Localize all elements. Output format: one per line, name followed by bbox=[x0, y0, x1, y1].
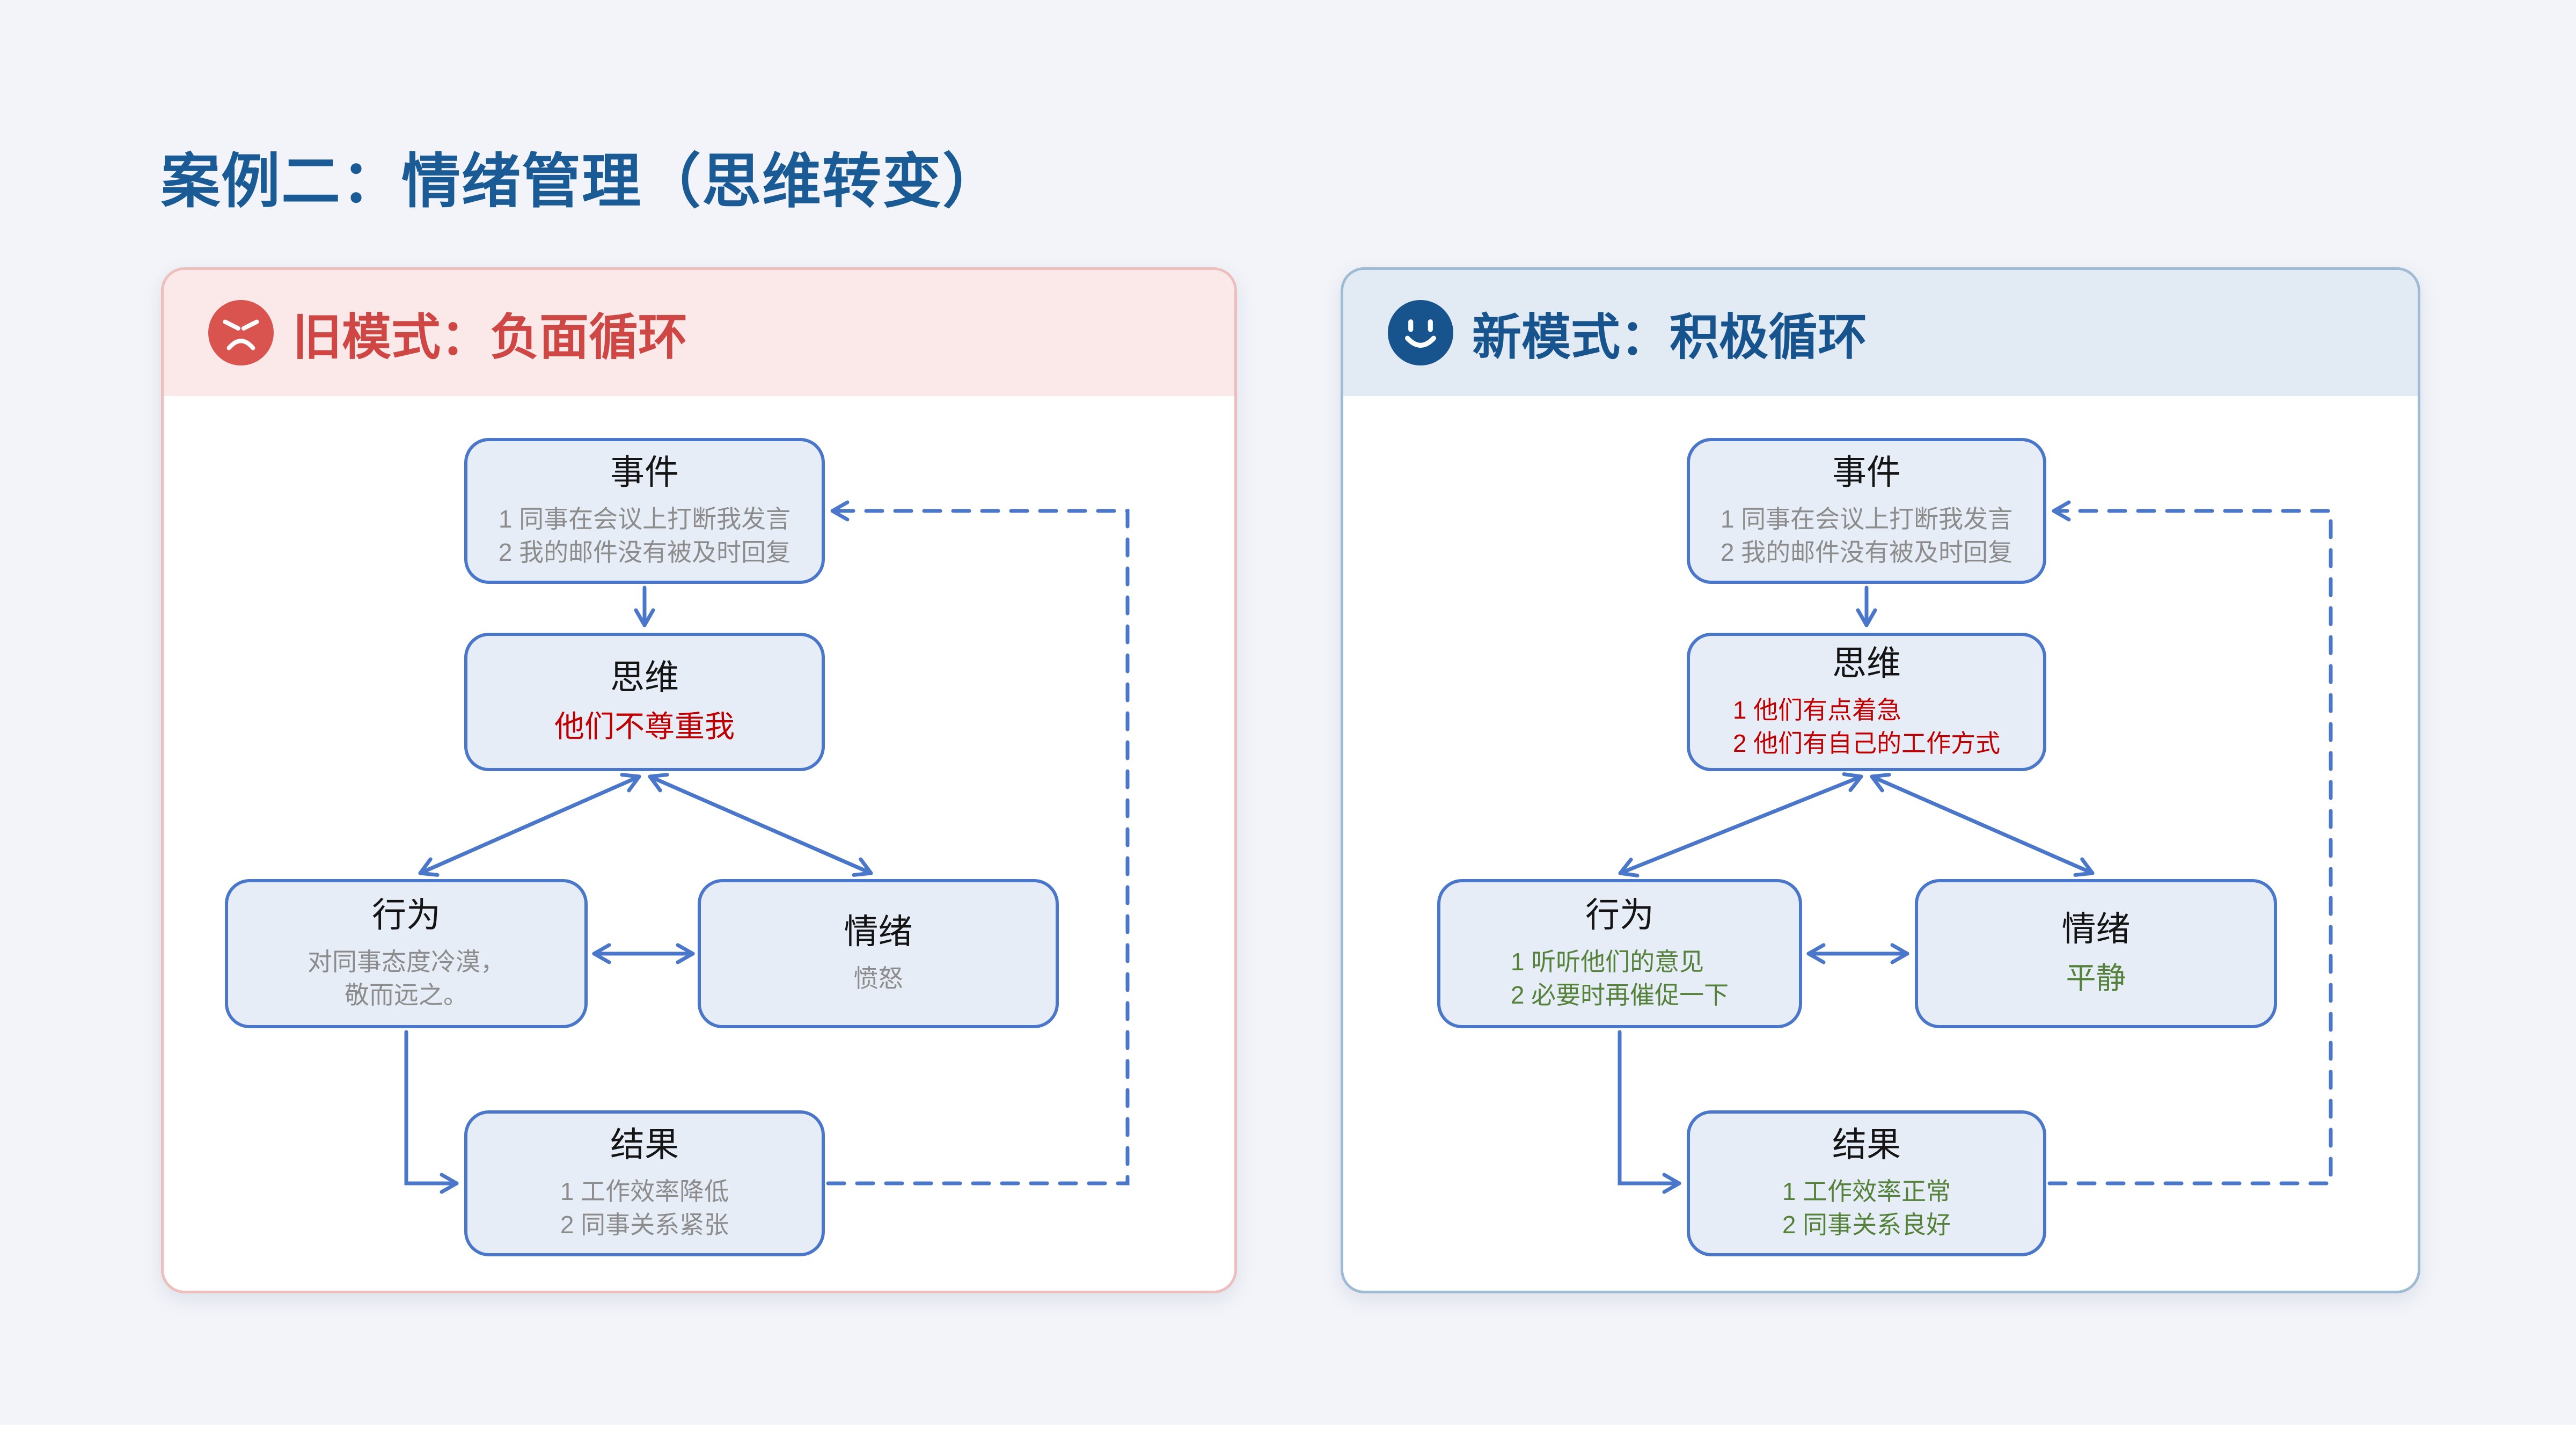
old-panel-header: 旧模式：负面循环 bbox=[164, 270, 1234, 396]
node-line: 他们不尊重我 bbox=[554, 709, 735, 743]
node-line: 敬而远之。 bbox=[345, 980, 468, 1009]
node-thought-new: 思维 1 他们有点着急 2 他们有自己的工作方式 bbox=[1687, 633, 2046, 771]
node-title: 情绪 bbox=[844, 912, 913, 952]
node-title: 事件 bbox=[1832, 453, 1901, 492]
node-title: 事件 bbox=[610, 453, 679, 492]
arrow-behavior-thought bbox=[1618, 772, 1863, 875]
arrow-behavior-to-result bbox=[1618, 1030, 1681, 1194]
node-line: 2 我的邮件没有被及时回复 bbox=[498, 538, 791, 566]
angry-face-icon bbox=[208, 300, 274, 365]
new-pattern-panel: 新模式：积极循环 事件 1 同事在会议 bbox=[1341, 267, 2420, 1293]
node-line: 2 同事关系良好 bbox=[1782, 1210, 1951, 1239]
node-behavior-old: 行为 对同事态度冷漠， 敬而远之。 bbox=[225, 879, 588, 1028]
arrow-thought-behavior bbox=[1618, 774, 1863, 877]
node-emotion-old: 情绪 愤怒 bbox=[698, 879, 1059, 1028]
node-line: 2 我的邮件没有被及时回复 bbox=[1720, 538, 2013, 566]
feedback-dashed-arrow bbox=[826, 500, 1130, 1185]
node-title: 结果 bbox=[610, 1125, 679, 1165]
node-title: 思维 bbox=[610, 658, 679, 697]
arrow-thought-emotion bbox=[648, 774, 873, 877]
node-line: 愤怒 bbox=[853, 964, 903, 992]
arrow-behavior-thought bbox=[418, 773, 641, 875]
new-panel-title: 新模式：积极循环 bbox=[1472, 310, 1868, 365]
node-line: 1 听听他们的意见 bbox=[1510, 947, 1704, 976]
node-line: 平静 bbox=[2066, 961, 2126, 995]
node-line: 对同事态度冷漠， bbox=[308, 947, 505, 976]
arrow-thought-behavior bbox=[418, 774, 641, 877]
bottom-strip bbox=[0, 1425, 2576, 1449]
node-event-old: 事件 1 同事在会议上打断我发言 2 我的邮件没有被及时回复 bbox=[464, 438, 825, 584]
node-thought-old: 思维 他们不尊重我 bbox=[464, 633, 825, 771]
arrow-behavior-to-result bbox=[404, 1030, 459, 1194]
node-emotion-new: 情绪 平静 bbox=[1915, 879, 2277, 1028]
new-panel-header: 新模式：积极循环 bbox=[1343, 270, 2418, 396]
node-title: 情绪 bbox=[2061, 910, 2131, 949]
old-panel-title: 旧模式：负面循环 bbox=[292, 310, 688, 365]
node-line: 1 他们有点着急 bbox=[1732, 696, 1902, 724]
node-event-new: 事件 1 同事在会议上打断我发言 2 我的邮件没有被及时回复 bbox=[1687, 438, 2046, 584]
page-title: 案例二：情绪管理（思维转变） bbox=[161, 149, 1002, 215]
node-line: 1 工作效率降低 bbox=[560, 1177, 729, 1205]
node-line: 2 他们有自己的工作方式 bbox=[1732, 729, 2001, 757]
node-title: 思维 bbox=[1832, 644, 1901, 683]
node-line: 2 必要时再催促一下 bbox=[1510, 980, 1729, 1009]
arrow-thought-emotion bbox=[1870, 774, 2095, 877]
feedback-dashed-arrow bbox=[2047, 500, 2333, 1185]
node-title: 行为 bbox=[372, 896, 441, 935]
node-result-old: 结果 1 工作效率降低 2 同事关系紧张 bbox=[464, 1110, 825, 1256]
node-title: 结果 bbox=[1832, 1125, 1901, 1165]
node-result-new: 结果 1 工作效率正常 2 同事关系良好 bbox=[1687, 1110, 2046, 1256]
node-line: 1 同事在会议上打断我发言 bbox=[498, 504, 791, 533]
old-pattern-panel: 旧模式：负面循环 事件 1 同事在会议 bbox=[161, 267, 1237, 1293]
node-behavior-new: 行为 1 听听他们的意见 2 必要时再催促一下 bbox=[1437, 879, 1802, 1028]
node-line: 1 工作效率正常 bbox=[1782, 1177, 1951, 1205]
arrow-emotion-thought bbox=[1870, 773, 2095, 875]
smiley-face-icon bbox=[1388, 300, 1453, 365]
node-title: 行为 bbox=[1585, 896, 1654, 935]
node-line: 2 同事关系紧张 bbox=[560, 1210, 729, 1239]
node-line: 1 同事在会议上打断我发言 bbox=[1720, 504, 2013, 533]
arrow-emotion-thought bbox=[648, 773, 873, 875]
